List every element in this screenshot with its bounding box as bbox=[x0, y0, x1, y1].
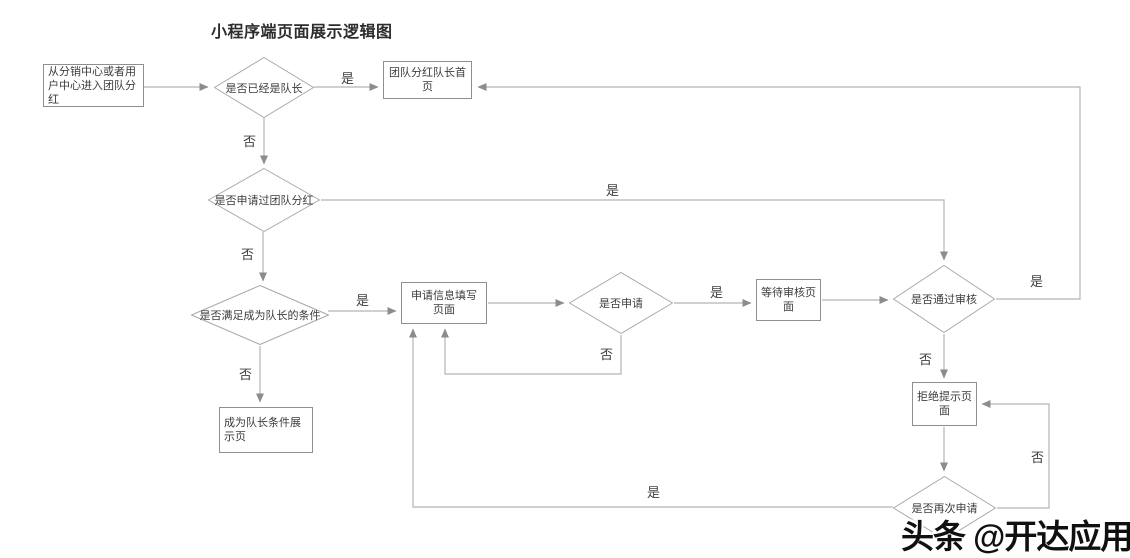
node-apply-form-label: 申请信息填写页面 bbox=[411, 290, 477, 316]
decision-apply-again-label: 是否再次申请 bbox=[911, 503, 978, 515]
edge-label-is-captain-yes: 是 bbox=[341, 71, 355, 86]
decision-is-apply: 是否申请 bbox=[569, 272, 673, 334]
edge-label-is-captain-no: 否 bbox=[243, 134, 257, 149]
diamond-shape bbox=[191, 285, 329, 345]
edge-review-passed-yes bbox=[477, 83, 1081, 300]
diamond-shape bbox=[208, 168, 320, 232]
edge-label-review-passed-yes: 是 bbox=[1030, 274, 1044, 289]
node-apply-form: 申请信息填写页面 bbox=[401, 282, 487, 324]
node-conditions-page-label: 成为队长条件展示页 bbox=[224, 417, 301, 443]
decision-review-passed-label: 是否通过审核 bbox=[911, 294, 977, 306]
decision-has-applied-label: 是否申请过团队分红 bbox=[214, 195, 314, 207]
node-waiting-review-label: 等待审核页面 bbox=[761, 287, 816, 313]
edge-label-apply-again-no: 否 bbox=[1031, 450, 1045, 465]
node-reject-page-label: 拒绝提示页面 bbox=[917, 391, 972, 417]
node-reject-page: 拒绝提示页面 bbox=[912, 382, 977, 426]
edge-label-meets-conditions-no: 否 bbox=[239, 367, 253, 382]
diamond-shape bbox=[569, 272, 673, 334]
edge-apply-again-no-loop bbox=[981, 400, 1050, 509]
edge-label-is-apply-yes: 是 bbox=[710, 285, 724, 300]
edge-label-is-apply-no: 否 bbox=[600, 347, 614, 362]
edge-is-apply-no-loop bbox=[441, 328, 622, 375]
diamond-shape bbox=[893, 265, 995, 333]
edge-apply-again-yes-loop bbox=[409, 328, 893, 508]
edge-label-has-applied-yes: 是 bbox=[606, 183, 620, 198]
decision-meets-conditions: 是否满足成为队长的条件 bbox=[191, 285, 329, 345]
decision-apply-again: 是否再次申请 bbox=[893, 476, 996, 540]
node-conditions-page: 成为队长条件展示页 bbox=[219, 407, 313, 453]
decision-meets-conditions-label: 是否满足成为队长的条件 bbox=[199, 310, 321, 322]
node-captain-home: 团队分红队长首页 bbox=[383, 61, 472, 99]
node-start-label: 从分销中心或者用户中心进入团队分红 bbox=[48, 65, 136, 106]
diamond-shape bbox=[893, 476, 996, 540]
edge-has-applied-yes bbox=[321, 199, 948, 261]
node-start: 从分销中心或者用户中心进入团队分红 bbox=[43, 64, 144, 107]
decision-is-apply-label: 是否申请 bbox=[599, 298, 643, 310]
page-title: 小程序端页面展示逻辑图 bbox=[211, 24, 393, 41]
node-captain-home-label: 团队分红队长首页 bbox=[389, 67, 466, 93]
decision-review-passed: 是否通过审核 bbox=[893, 265, 995, 333]
decision-is-captain-label: 是否已经是队长 bbox=[225, 82, 303, 95]
edge-label-apply-again-yes: 是 bbox=[647, 485, 661, 500]
node-waiting-review: 等待审核页面 bbox=[756, 279, 821, 321]
edge-label-review-passed-no: 否 bbox=[919, 352, 933, 367]
edge-label-meets-conditions-yes: 是 bbox=[356, 293, 370, 308]
diamond-shape bbox=[214, 57, 314, 118]
edge-label-has-applied-no: 否 bbox=[241, 247, 255, 262]
decision-is-captain: 是否已经是队长 bbox=[214, 57, 314, 118]
decision-has-applied: 是否申请过团队分红 bbox=[208, 168, 320, 232]
toutiao-watermark: 头条 @开达应用 bbox=[901, 518, 1130, 555]
